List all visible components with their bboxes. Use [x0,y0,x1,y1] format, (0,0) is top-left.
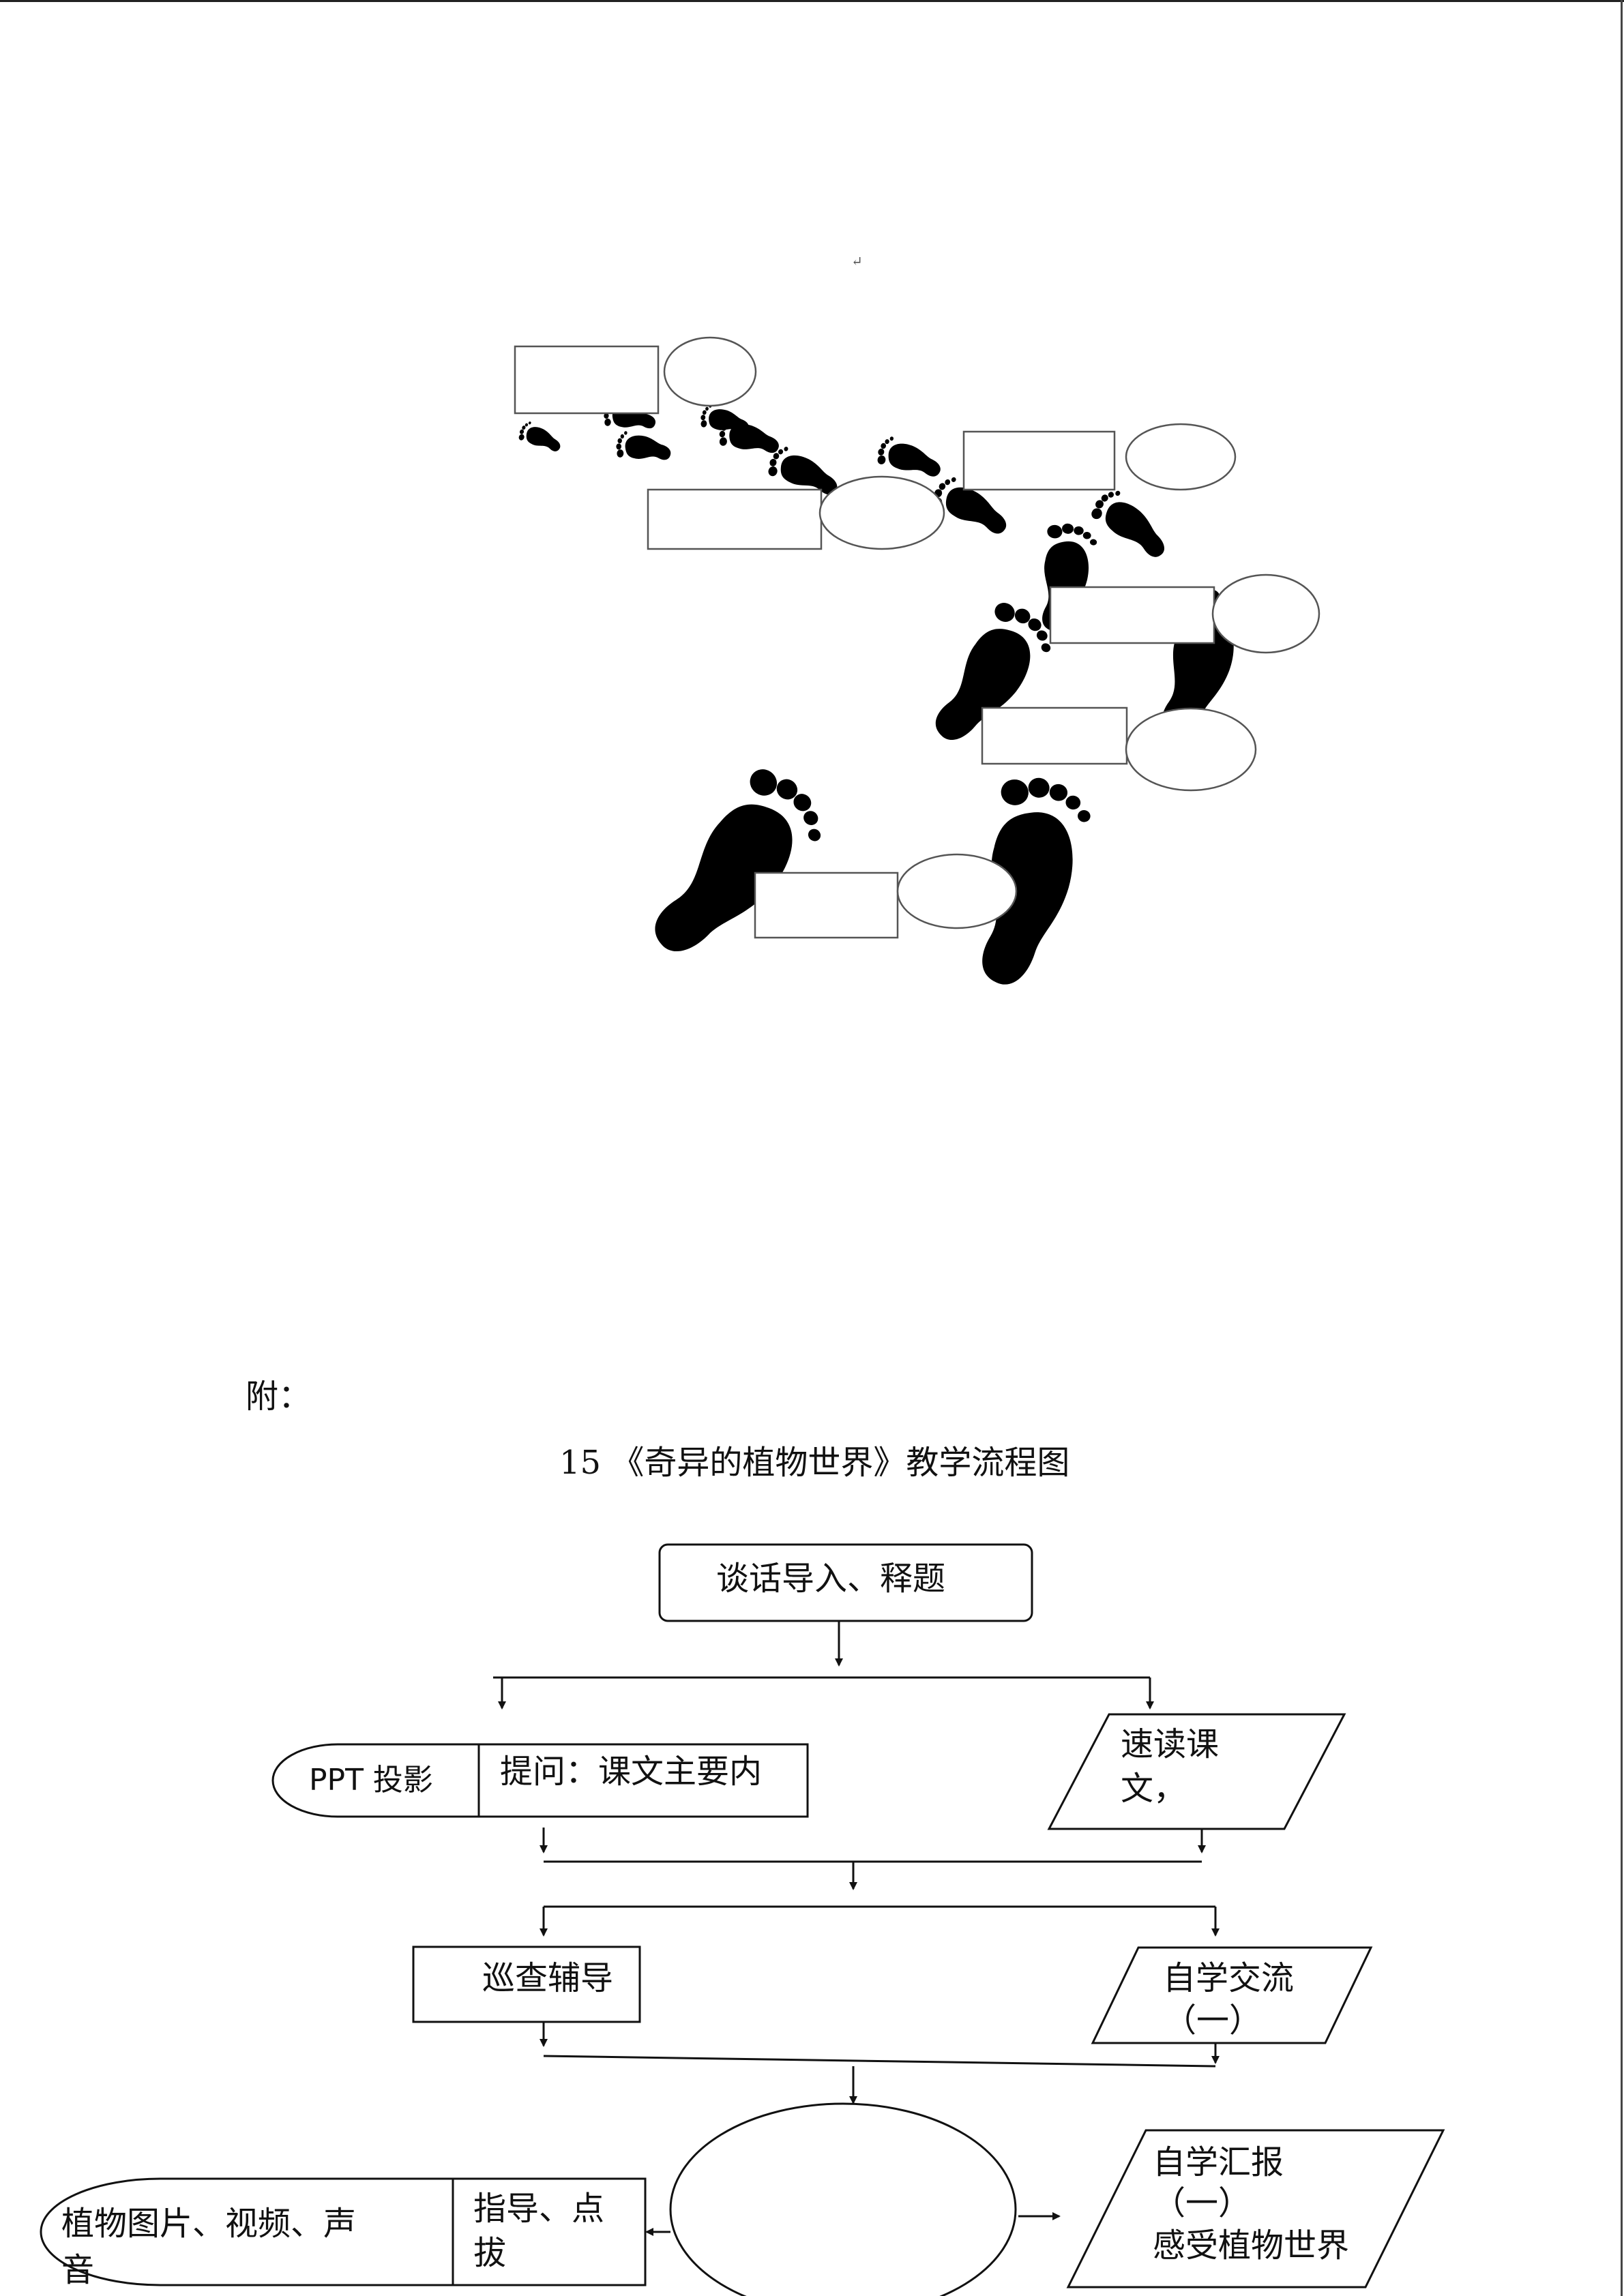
ppt-oval [271,1743,479,1818]
guide-box [452,2177,647,2286]
appendix-label: 附： [246,1377,312,1416]
footprint-icon [517,419,565,454]
footprint-icon [1087,483,1178,563]
blank-oval [896,853,1018,929]
blank-oval [1211,573,1320,654]
main-oval [669,2102,1017,2296]
question-box [477,1743,809,1818]
footprint-icon [874,434,946,480]
blank-oval [818,475,945,550]
page-top-border [0,0,1624,2]
page-title: 15 《奇异的植物世界》教学流程图 [559,1444,1070,1482]
speed-read-label-2: 文， [1121,1770,1187,1808]
blank-oval [1125,707,1257,792]
blank-box [647,488,823,550]
self-study-label-2: （一） [1164,2001,1263,2040]
media-label: 植物图片、视频、声 [61,2205,357,2243]
blank-box [514,345,660,415]
patrol-label: 巡查辅导 [482,1959,614,1997]
self-study-parallelogram [1091,1946,1373,2044]
speed-read-parallelogram [1047,1713,1346,1830]
report-label-2: （一） [1153,2184,1252,2222]
report-label-1: 自学汇报 [1153,2143,1284,2181]
media-oval [40,2177,453,2286]
blank-box [981,706,1128,765]
flowchart [40,1543,1445,2296]
start-label: 谈话导入、释题 [716,1560,946,1598]
guide-label-2: 拔 [473,2234,507,2272]
ppt-label: PPT 投影 [309,1763,433,1798]
speed-read-label-1: 速读课 [1121,1725,1220,1763]
blank-oval [1125,423,1237,491]
self-study-label-1: 自学交流 [1163,1959,1295,1997]
blank-oval [663,336,757,407]
blank-box [962,430,1116,491]
report-parallelogram [1066,2129,1445,2288]
return-mark: ↵ [851,253,863,269]
blank-box [754,871,899,939]
footprint-label-shapes [514,336,1320,939]
guide-label-1: 指导、点 [473,2190,605,2228]
patrol-box [412,1945,641,2023]
report-label-3: 感受植物世界 [1153,2226,1350,2265]
footprint-icon [699,403,752,435]
footprint-icon [615,430,673,462]
flow-line [543,2055,1216,2068]
blank-box [1049,586,1215,644]
question-label: 提问：课文主要内 [500,1753,763,1791]
start-box [658,1543,1033,1622]
media-label-cut: 音 [61,2251,95,2284]
page-right-border [1621,0,1623,2296]
